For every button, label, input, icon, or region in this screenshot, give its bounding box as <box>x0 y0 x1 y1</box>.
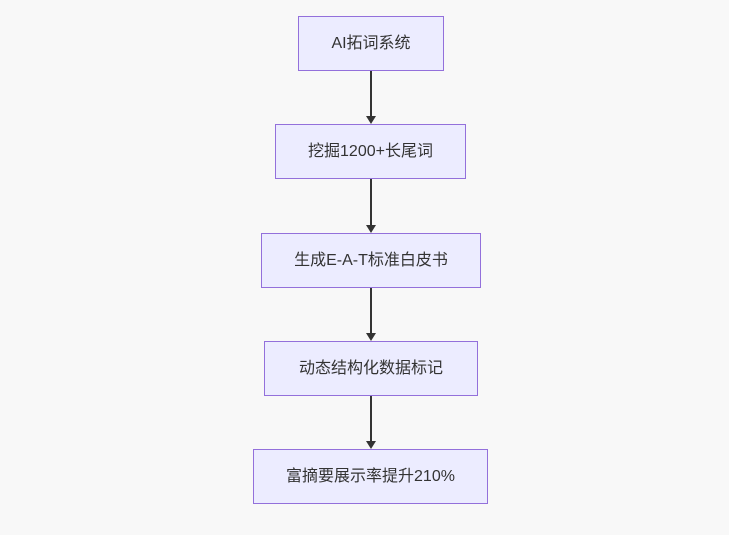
arrowhead-down-icon <box>366 333 376 341</box>
arrowhead-down-icon <box>366 225 376 233</box>
arrowhead-down-icon <box>366 116 376 124</box>
flowchart-node-rich-snippet-result: 富摘要展示率提升210% <box>253 449 488 504</box>
flowchart-node-ai-word-system: AI拓词系统 <box>298 16 444 71</box>
node-label: AI拓词系统 <box>331 34 411 52</box>
node-label: 生成E-A-T标准白皮书 <box>294 251 448 269</box>
flowchart-node-longtail-mining: 挖掘1200+长尾词 <box>275 124 466 179</box>
arrow-line <box>370 396 372 441</box>
node-label: 动态结构化数据标记 <box>298 359 443 377</box>
node-label: 富摘要展示率提升210% <box>286 467 455 485</box>
arrow-line <box>370 179 372 225</box>
arrow-line <box>370 288 372 333</box>
flowchart-node-structured-data: 动态结构化数据标记 <box>264 341 478 396</box>
node-label: 挖掘1200+长尾词 <box>308 142 433 160</box>
arrowhead-down-icon <box>366 441 376 449</box>
arrow-line <box>370 71 372 116</box>
flowchart-node-eat-whitepaper: 生成E-A-T标准白皮书 <box>261 233 481 288</box>
